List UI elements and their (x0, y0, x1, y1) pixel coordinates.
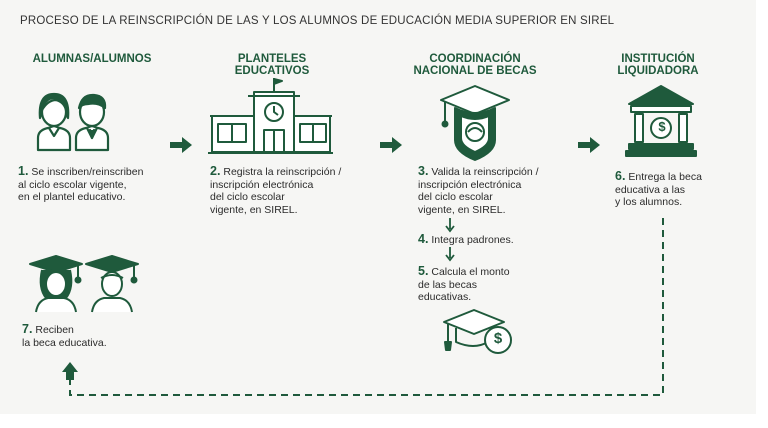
step-text: vigente, en SIREL. (210, 203, 298, 216)
step-text: la beca educativa. (22, 336, 107, 349)
step-text: Integra padrones. (431, 234, 514, 246)
arrow-right-icon (170, 137, 192, 153)
actor-heading-line: INSTITUCIÓN (621, 53, 695, 65)
actor-heading-line: ALUMNAS/ALUMNOS (32, 53, 152, 65)
actor-heading-students: ALUMNAS/ALUMNOS (22, 53, 162, 65)
step-text: de las becas (418, 278, 477, 291)
graduation-cap-money-icon (443, 309, 512, 354)
actor-heading-line: LIQUIDADORA (617, 65, 699, 77)
step-1: 1. Se inscriben/reinscriben al ciclo esc… (18, 165, 143, 204)
step-text: inscripción electrónica (210, 178, 314, 191)
students-icon (36, 92, 110, 152)
step-number: 2. (210, 164, 221, 178)
arrow-right-icon (380, 137, 402, 153)
actor-heading-institution: INSTITUCIÓN LIQUIDADORA (598, 53, 718, 77)
actor-heading-coordination: COORDINACIÓN NACIONAL DE BECAS (405, 53, 545, 77)
actor-heading-line: EDUCATIVOS (234, 65, 310, 77)
step-text: al ciclo escolar vigente, (18, 178, 127, 191)
step-text: Valida la reinscripción / (431, 166, 539, 178)
bank-dollar-sign: $ (658, 119, 666, 134)
diagram-title: PROCESO DE LA REINSCRIPCIÓN DE LAS Y LOS… (20, 15, 615, 27)
step-number: 3. (418, 164, 429, 178)
step-text: en el plantel educativo. (18, 191, 126, 203)
school-building-icon (208, 78, 333, 154)
step-text: y los alumnos. (615, 196, 683, 208)
step-text: vigente, en SIREL. (418, 203, 506, 216)
graduates-icon (29, 255, 139, 313)
step-text: del ciclo escolar (210, 191, 285, 203)
step-number: 7. (22, 322, 33, 336)
actor-heading-schools: PLANTELES EDUCATIVOS (212, 53, 332, 77)
arrow-down-icon (445, 247, 455, 262)
step-7: 7. Reciben la beca educativa. (22, 323, 107, 349)
step-number: 4. (418, 232, 429, 246)
step-3: 3. Valida la reinscripción / inscripción… (418, 165, 539, 216)
bank-icon (625, 85, 697, 157)
actor-heading-line: COORDINACIÓN (429, 53, 521, 65)
step-text: inscripción electrónica (418, 178, 522, 191)
step-4: 4. Integra padrones. (418, 233, 514, 247)
step-text: Se inscriben/reinscriben (31, 166, 144, 178)
actor-heading-line: NACIONAL DE BECAS (413, 65, 537, 77)
step-2: 2. Registra la reinscripción / inscripci… (210, 165, 341, 216)
graduation-shield-icon (440, 85, 510, 161)
step-6: 6. Entrega la beca educativa a las y los… (615, 170, 702, 209)
step-text: Registra la reinscripción / (223, 166, 342, 178)
actor-heading-line: PLANTELES (237, 53, 307, 65)
arrow-down-icon (445, 218, 455, 233)
step-5: 5. Calcula el monto de las becas educati… (418, 265, 510, 304)
step-number: 1. (18, 164, 29, 178)
step-number: 5. (418, 264, 429, 278)
step-text: Calcula el monto (431, 266, 510, 278)
step-text: educativa a las (615, 183, 686, 196)
step-text: educativas. (418, 291, 472, 303)
step-text: del ciclo escolar (418, 191, 493, 203)
cap-dollar-sign: $ (493, 330, 503, 347)
step-text: Entrega la beca (628, 171, 702, 183)
diagram-background (0, 0, 756, 414)
step-number: 6. (615, 169, 626, 183)
arrow-right-icon (578, 137, 600, 153)
step-text: Reciben (35, 324, 74, 336)
